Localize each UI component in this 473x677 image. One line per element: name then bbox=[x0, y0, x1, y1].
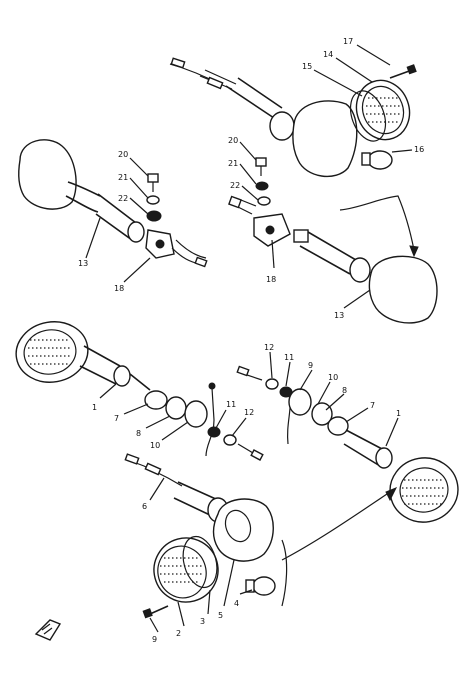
assembly-middle-right: 12 11 9 10 8 7 1 bbox=[236, 343, 459, 523]
callout-21-left: 21 bbox=[118, 173, 128, 182]
callout-20-left: 20 bbox=[118, 150, 128, 159]
housing-upper-left bbox=[18, 139, 77, 210]
nut-22-center bbox=[257, 196, 271, 206]
callout-13-center: 13 bbox=[334, 311, 344, 320]
housing-bottom bbox=[212, 498, 274, 562]
gasket-3 bbox=[182, 535, 218, 589]
stem-top-right bbox=[225, 77, 283, 119]
washer-21-left bbox=[146, 195, 160, 205]
callout-6: 6 bbox=[142, 502, 147, 511]
callout-9-right: 9 bbox=[308, 361, 313, 370]
stem-middle-right bbox=[343, 429, 385, 467]
callout-21-center: 21 bbox=[228, 159, 238, 168]
callout-18-left: 18 bbox=[114, 284, 124, 293]
assembly-top-right: 17 14 15 16 bbox=[169, 37, 424, 258]
callout-1-left: 1 bbox=[92, 403, 97, 412]
callout-22-left: 22 bbox=[118, 194, 128, 203]
stem-bottom bbox=[173, 481, 219, 517]
wire-lead-top bbox=[169, 57, 237, 90]
callout-11-left: 11 bbox=[226, 400, 236, 409]
callout-14: 14 bbox=[323, 50, 333, 59]
callout-8-left: 8 bbox=[136, 429, 141, 438]
callout-17: 17 bbox=[343, 37, 353, 46]
gasket-top-right bbox=[349, 90, 387, 142]
nut-22-left bbox=[146, 210, 162, 222]
callout-3: 3 bbox=[200, 617, 205, 626]
clamp-18-left bbox=[145, 229, 175, 259]
bulb-16 bbox=[361, 150, 393, 170]
plate-10-right bbox=[288, 388, 312, 416]
callout-13-left: 13 bbox=[78, 259, 88, 268]
washer-8-left bbox=[165, 396, 187, 420]
lens-middle-left bbox=[15, 321, 89, 383]
washer-12-left bbox=[223, 434, 237, 446]
callout-15: 15 bbox=[302, 62, 312, 71]
screw-17 bbox=[389, 64, 417, 79]
callout-8-right: 8 bbox=[342, 386, 347, 395]
callout-18-center: 18 bbox=[266, 275, 276, 284]
housing-top-right bbox=[292, 100, 358, 178]
assembly-upper-center: 20 21 22 18 13 bbox=[228, 136, 438, 324]
callout-12-left: 12 bbox=[244, 408, 254, 417]
clamp-18-center bbox=[253, 213, 309, 247]
washer-21-center bbox=[255, 181, 269, 191]
stem-upper-center bbox=[299, 231, 357, 275]
callout-10-right: 10 bbox=[328, 373, 338, 382]
screw-2 bbox=[142, 605, 169, 619]
housing-upper-center bbox=[368, 255, 438, 324]
assembly-middle-left: 1 7 8 10 11 12 bbox=[15, 321, 264, 461]
stem-joint-top-right bbox=[269, 111, 295, 141]
washer-7-right bbox=[327, 416, 349, 436]
callout-7-right: 7 bbox=[370, 401, 375, 410]
callout-16: 16 bbox=[414, 145, 424, 154]
bolt-9-left bbox=[208, 382, 216, 390]
washer-7-left bbox=[144, 390, 168, 410]
wire-lead-6 bbox=[124, 453, 183, 487]
callout-20-center: 20 bbox=[228, 136, 238, 145]
callout-11-right: 11 bbox=[284, 353, 294, 362]
callout-10-left: 10 bbox=[150, 441, 160, 450]
callout-22-center: 22 bbox=[230, 181, 240, 190]
stem-upper-left bbox=[95, 193, 141, 241]
callout-1-right: 1 bbox=[396, 409, 401, 418]
callout-9-bottom: 9 bbox=[152, 635, 157, 644]
callout-2: 2 bbox=[176, 629, 181, 638]
screw-20-left bbox=[147, 173, 159, 192]
assembly-bottom: 6 5 4 3 2 9 bbox=[124, 453, 398, 644]
callout-12-right: 12 bbox=[264, 343, 274, 352]
bulb-4 bbox=[245, 576, 276, 596]
nut-11-left bbox=[207, 426, 221, 438]
washer-12-right bbox=[265, 378, 279, 390]
plate-10-left bbox=[184, 400, 208, 428]
callout-4: 4 bbox=[234, 599, 239, 608]
front-arrow-icon bbox=[34, 619, 62, 641]
screw-20-center bbox=[255, 157, 267, 176]
callout-7-left: 7 bbox=[114, 414, 119, 423]
assembly-upper-left: 20 21 22 13 18 bbox=[18, 139, 208, 293]
stem-middle-left bbox=[129, 373, 151, 391]
lens-middle-right bbox=[389, 457, 459, 523]
callout-5: 5 bbox=[218, 611, 223, 620]
